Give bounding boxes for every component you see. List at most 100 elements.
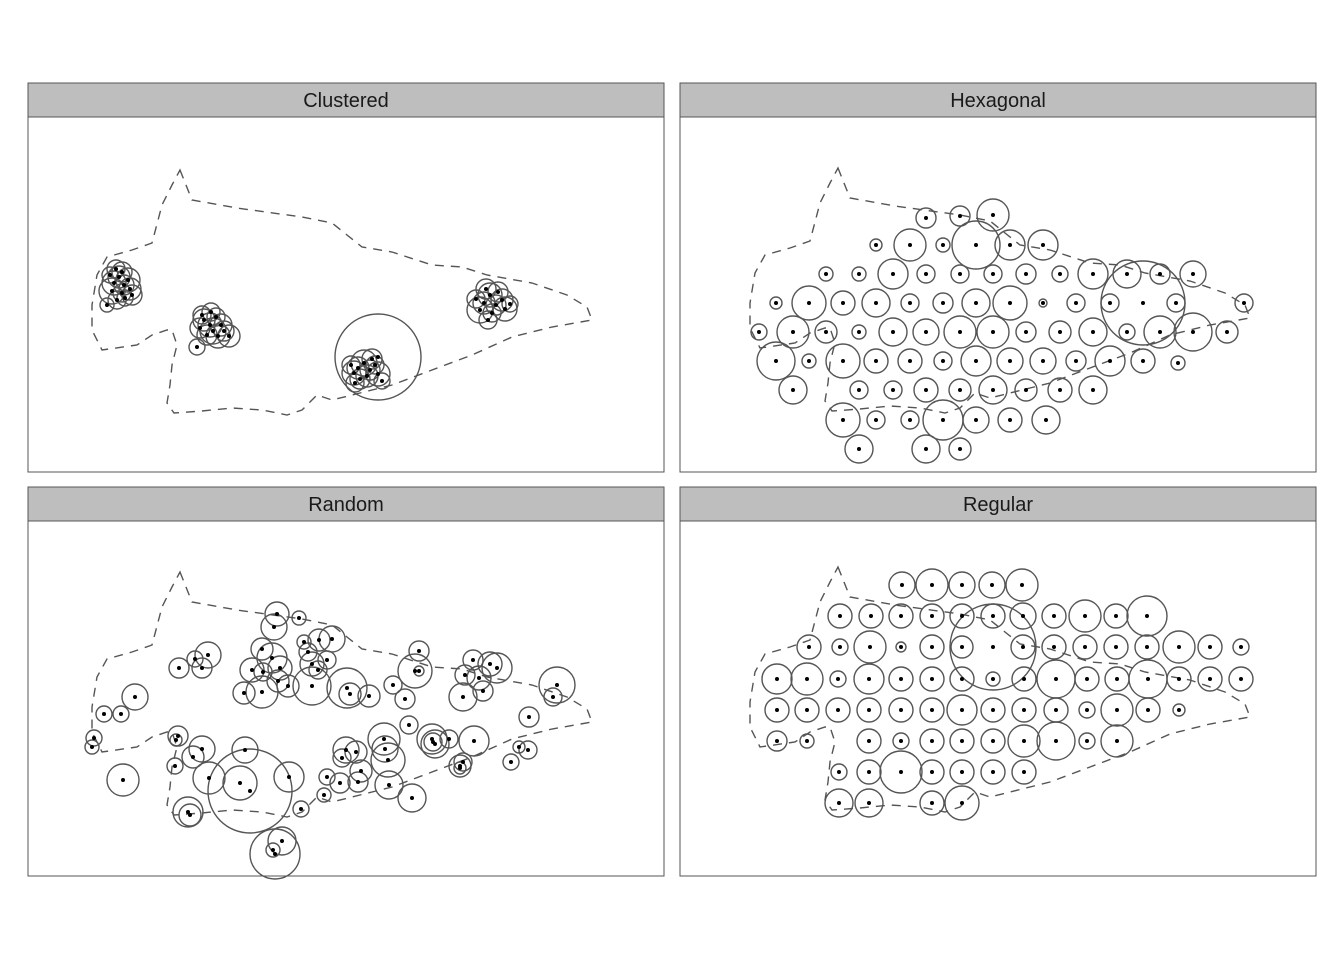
point-dot xyxy=(270,656,274,660)
point-dot xyxy=(495,666,499,670)
point-ring xyxy=(1162,630,1196,664)
point-dot xyxy=(1145,614,1149,618)
point-dot xyxy=(960,645,964,649)
point-ring xyxy=(801,353,817,369)
panel-strip xyxy=(27,82,665,118)
point-ring xyxy=(1015,263,1037,285)
point-dot xyxy=(1052,645,1056,649)
point-dot xyxy=(1146,677,1150,681)
point-dot xyxy=(930,645,934,649)
point-ring xyxy=(265,842,281,858)
point-dot xyxy=(526,748,530,752)
point-dot xyxy=(960,801,964,805)
point-dot xyxy=(867,677,871,681)
point-ring xyxy=(1094,345,1126,377)
point-ring xyxy=(851,324,867,340)
point-ring xyxy=(112,705,130,723)
point-ring xyxy=(106,259,126,279)
point-ring xyxy=(877,258,909,290)
point-dot xyxy=(1085,708,1089,712)
panel-marks xyxy=(91,168,593,416)
point-ring xyxy=(1103,634,1129,660)
point-dot xyxy=(1115,708,1119,712)
point-dot xyxy=(1114,645,1118,649)
point-dot xyxy=(1085,739,1089,743)
point-dot xyxy=(417,649,421,653)
point-ring xyxy=(778,375,808,405)
point-dot xyxy=(1022,708,1026,712)
point-dot xyxy=(317,638,321,642)
point-ring xyxy=(1103,603,1129,629)
point-ring xyxy=(799,733,815,749)
point-dot xyxy=(367,694,371,698)
point-ring xyxy=(538,666,576,704)
point-dot xyxy=(376,372,380,376)
point-ring xyxy=(951,220,1001,270)
point-dot xyxy=(1108,359,1112,363)
point-ring xyxy=(869,238,883,252)
point-dot xyxy=(1242,301,1246,305)
point-ring xyxy=(916,264,936,284)
point-dot xyxy=(1208,645,1212,649)
point-dot xyxy=(941,301,945,305)
point-ring xyxy=(950,264,970,284)
point-dot xyxy=(117,275,121,279)
point-dot xyxy=(960,770,964,774)
point-ring xyxy=(878,317,908,347)
point-dot xyxy=(924,388,928,392)
point-ring xyxy=(960,345,992,377)
point-dot xyxy=(1091,330,1095,334)
point-dot xyxy=(90,745,94,749)
point-dot xyxy=(260,647,264,651)
point-dot xyxy=(508,302,512,306)
point-dot xyxy=(219,323,223,327)
point-dot xyxy=(899,677,903,681)
point-ring xyxy=(307,628,331,652)
point-dot xyxy=(555,683,559,687)
point-dot xyxy=(478,308,482,312)
point-ring xyxy=(861,288,891,318)
point-ring xyxy=(915,568,949,602)
point-ring xyxy=(756,341,796,381)
point-dot xyxy=(991,708,995,712)
point-ring xyxy=(512,740,526,754)
point-dot xyxy=(297,616,301,620)
point-ring xyxy=(888,666,914,692)
point-ring xyxy=(853,663,885,695)
point-ring xyxy=(232,681,256,705)
point-ring xyxy=(101,266,119,284)
point-ring xyxy=(1197,666,1223,692)
point-ring xyxy=(949,603,975,629)
point-dot xyxy=(775,708,779,712)
point-dot xyxy=(837,801,841,805)
point-dot xyxy=(174,738,178,742)
point-dot xyxy=(176,734,180,738)
point-dot xyxy=(774,359,778,363)
point-dot xyxy=(774,301,778,305)
point-dot xyxy=(310,662,314,666)
point-dot xyxy=(200,747,204,751)
point-ring xyxy=(858,603,884,629)
point-dot xyxy=(908,359,912,363)
point-dot xyxy=(114,267,118,271)
point-dot xyxy=(1141,301,1145,305)
point-ring xyxy=(1072,634,1098,660)
point-ring xyxy=(985,671,1001,687)
point-ring xyxy=(1228,666,1254,692)
point-ring xyxy=(996,347,1024,375)
point-ring xyxy=(830,290,856,316)
point-dot xyxy=(238,781,242,785)
point-ring xyxy=(948,571,976,599)
point-dot xyxy=(991,213,995,217)
point-dot xyxy=(481,689,485,693)
point-dot xyxy=(1024,272,1028,276)
point-ring xyxy=(1172,703,1186,717)
point-dot xyxy=(260,690,264,694)
point-ring xyxy=(856,759,882,785)
point-dot xyxy=(243,748,247,752)
point-dot xyxy=(488,293,492,297)
point-dot xyxy=(899,645,903,649)
point-dot xyxy=(471,658,475,662)
point-dot xyxy=(496,290,500,294)
